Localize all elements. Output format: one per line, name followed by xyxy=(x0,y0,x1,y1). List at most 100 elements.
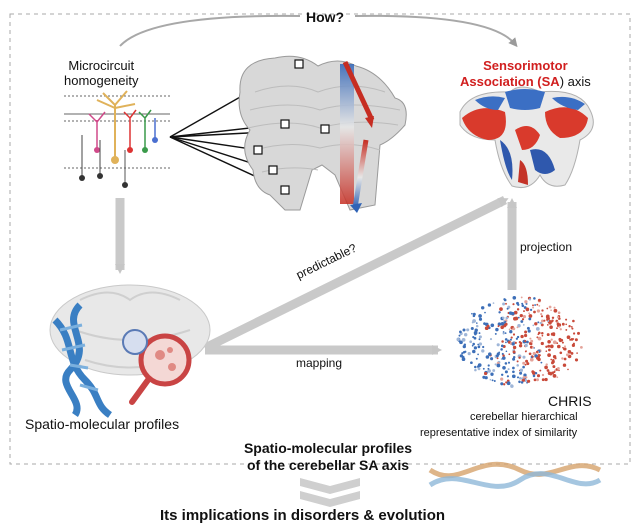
chris-line1: cerebellar hierarchical xyxy=(470,411,578,423)
chris-dot xyxy=(546,333,550,337)
chris-dot xyxy=(470,361,473,365)
chris-dot xyxy=(527,329,531,333)
chris-dot xyxy=(502,316,505,320)
mapping-label: mapping xyxy=(296,356,343,370)
chris-dot xyxy=(518,344,523,348)
chris-dot xyxy=(532,306,535,309)
conclusion-line1: Spatio-molecular profiles xyxy=(243,440,413,456)
chris-dot xyxy=(459,330,462,334)
chris-dot xyxy=(558,369,560,372)
chris-dot xyxy=(534,304,537,306)
chris-dot xyxy=(505,381,508,384)
chris-dot xyxy=(500,321,505,326)
chris-dot xyxy=(461,352,464,355)
chris-dot xyxy=(473,331,478,335)
chris-dot xyxy=(524,300,528,304)
chris-dot xyxy=(478,338,481,341)
chris-dot xyxy=(519,313,523,318)
chris-dot xyxy=(535,327,540,331)
conclusion-label: Spatio-molecular profiles of the cerebel… xyxy=(228,440,428,474)
chris-dot xyxy=(531,355,534,358)
chris-dot xyxy=(540,319,544,323)
chris-dot xyxy=(513,316,517,321)
chris-dot xyxy=(509,338,512,341)
chris-dot xyxy=(512,366,515,370)
chris-dot xyxy=(558,337,562,341)
chris-dot xyxy=(551,316,555,320)
chris-dot xyxy=(576,352,578,354)
chris-dot xyxy=(501,340,504,343)
chris-dot xyxy=(551,371,554,375)
chris-dot xyxy=(571,343,576,347)
chris-dot xyxy=(475,357,478,360)
chris-dot xyxy=(517,323,521,328)
chris-dot xyxy=(561,341,564,344)
chris-dot xyxy=(477,353,479,356)
chris-dot xyxy=(518,380,521,384)
microcircuit-line1: Microcircuit xyxy=(68,58,135,73)
chris-dot xyxy=(522,355,526,359)
chris-dot xyxy=(570,352,573,355)
chris-dot xyxy=(558,325,561,328)
chris-dot xyxy=(545,350,548,353)
chris-dot xyxy=(498,351,501,354)
chris-dot xyxy=(532,374,536,378)
chris-dot xyxy=(533,310,536,314)
chris-dot xyxy=(551,319,554,323)
chris-dot xyxy=(538,331,541,335)
chris-dot xyxy=(524,376,528,379)
chris-dot xyxy=(541,373,545,377)
chris-dot xyxy=(478,332,481,335)
chris-dot xyxy=(531,370,535,374)
chris-dot xyxy=(495,327,499,332)
chris-dot xyxy=(512,296,517,300)
chris-dot xyxy=(526,362,530,366)
chris-dot xyxy=(506,307,509,310)
bottom-dna-icon xyxy=(428,461,602,489)
chris-dot xyxy=(524,340,527,343)
chris-dot xyxy=(512,327,516,331)
chris-dot xyxy=(515,337,519,340)
chris-dot xyxy=(502,354,505,357)
chris-dot xyxy=(567,349,572,354)
chris-dot xyxy=(542,379,545,381)
chris-dot xyxy=(523,306,527,309)
chris-dot xyxy=(495,354,499,358)
chris-dot xyxy=(481,349,485,353)
chris-dot xyxy=(556,316,560,319)
chris-dot xyxy=(478,317,483,321)
chris-dot xyxy=(522,365,525,369)
chris-dot xyxy=(535,378,540,382)
chris-dot xyxy=(528,314,533,318)
chris-dot xyxy=(502,366,506,370)
chris-dot xyxy=(527,379,531,383)
chris-dot xyxy=(509,330,513,334)
chris-dot xyxy=(520,334,524,339)
chris-dot xyxy=(471,312,473,315)
chris-dot xyxy=(534,372,538,375)
chris-dot xyxy=(564,345,566,348)
chris-dot xyxy=(539,369,542,372)
chris-dot xyxy=(549,344,554,349)
chris-dot xyxy=(570,338,574,341)
predictable-arrow xyxy=(203,195,509,353)
chris-dot xyxy=(456,337,460,342)
chris-dot xyxy=(519,371,523,375)
implications-label: Its implications in disorders & evolutio… xyxy=(160,507,446,524)
chris-dot xyxy=(500,382,504,386)
spatio-illustration xyxy=(49,284,211,418)
chris-dot xyxy=(494,363,497,366)
chris-dot xyxy=(484,311,486,314)
chris-dot xyxy=(557,367,560,370)
chris-dot xyxy=(475,324,479,328)
chris-dot xyxy=(506,375,510,378)
chris-dot xyxy=(540,323,544,327)
chris-dot xyxy=(516,326,519,329)
chris-dot xyxy=(565,328,568,331)
chris-line2: representative index of similarity xyxy=(420,427,578,439)
chris-dot xyxy=(472,342,475,346)
chris-dot xyxy=(524,350,527,353)
chris-dot xyxy=(528,352,532,356)
chris-dot xyxy=(518,341,522,344)
chris-dot xyxy=(522,375,526,379)
